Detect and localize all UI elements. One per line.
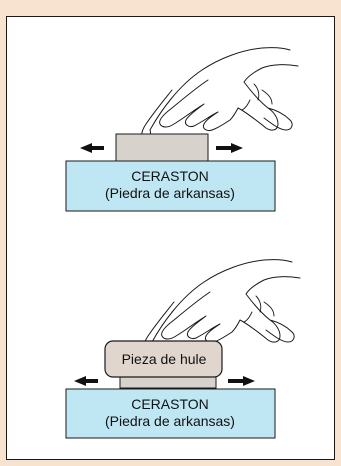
arrow-right-icon	[228, 376, 255, 386]
arrow-left-icon	[74, 376, 98, 386]
stone-block	[65, 160, 276, 212]
panel-1: CERASTON (Piedra de arkansas)	[65, 47, 299, 212]
hand-icon	[141, 47, 299, 140]
hand-icon	[143, 259, 301, 352]
workpiece-block	[115, 133, 209, 162]
rubber-piece	[104, 340, 223, 378]
stone-label-line2: (Piedra de arkansas)	[105, 185, 235, 201]
stone-label-line1: CERASTON	[131, 168, 209, 184]
arrow-right-icon	[216, 143, 243, 153]
stone-block	[65, 388, 276, 439]
rubber-piece-label: Pieza de hule	[122, 351, 207, 367]
panel-2: Pieza de hule CERASTON (Piedra de arkans…	[65, 259, 301, 439]
arrow-left-icon	[80, 143, 104, 153]
stone-label-line1: CERASTON	[131, 396, 209, 412]
stone-label-line2: (Piedra de arkansas)	[105, 413, 235, 429]
